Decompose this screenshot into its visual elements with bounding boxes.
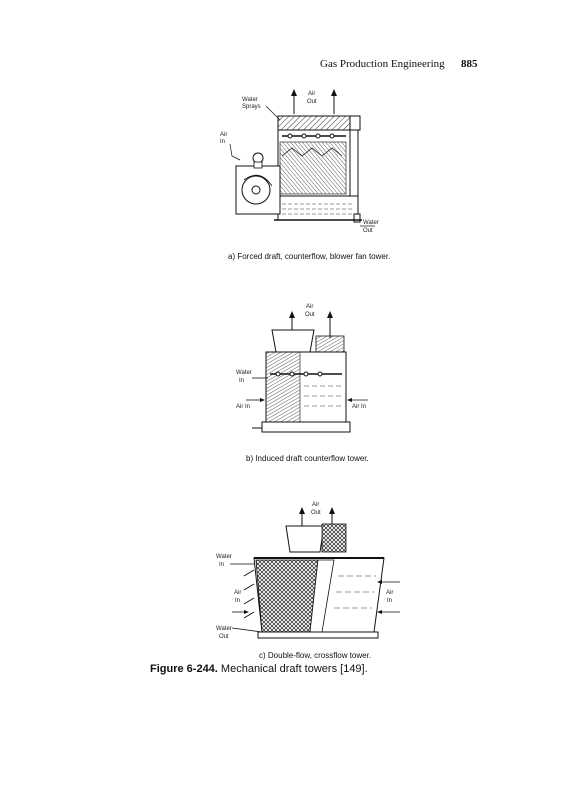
fig-c-air-in-left-label: Air (234, 590, 241, 596)
fig-c-water-out-label-2: Out (219, 634, 229, 640)
figure-b-caption: b) Induced draft counterflow tower. (246, 454, 369, 463)
fig-b-water-in-label: Water (236, 370, 252, 376)
fig-b-water-in-label-2: In (239, 378, 244, 384)
figure-caption: Figure 6-244. Mechanical draft towers [1… (150, 663, 368, 675)
fig-c-air-in-left-label-2: In (235, 598, 240, 604)
fig-b-air-out-label-2: Out (305, 312, 315, 318)
fig-a-air-in-label-2: In (220, 139, 225, 145)
figure-caption-text: Mechanical draft towers [149]. (220, 663, 368, 675)
fig-b-air-out-label: Air (306, 304, 313, 310)
fig-a-water-sprays-label-2: Sprays (242, 104, 261, 110)
fig-c-air-in-right-label: Air (386, 590, 393, 596)
figure-a-diagram: Air Out Water Sprays Air (220, 89, 379, 234)
fig-c-water-out-label: Water (216, 626, 232, 632)
fig-a-air-out-label: Air (308, 91, 315, 97)
running-title: Gas Production Engineering (320, 58, 445, 70)
figure-c-caption: c) Double-flow, crossflow tower. (259, 651, 372, 660)
fig-c-water-in-label: Water (216, 554, 232, 560)
fig-a-air-in-label: Air (220, 132, 227, 138)
fig-a-water-out-label-2: Out (363, 228, 373, 234)
figure-b-diagram: Air Out Water In Air In Air In (236, 304, 368, 433)
fig-a-air-out-label-2: Out (307, 99, 317, 105)
fig-c-air-out-label: Air (312, 502, 319, 508)
fig-b-air-in-left-label: Air In (236, 404, 250, 410)
page-number: 885 (461, 58, 478, 70)
fig-b-air-in-right-label: Air In (352, 404, 366, 410)
fig-a-water-sprays-label: Water (242, 97, 258, 103)
fig-c-air-in-right-label-2: In (387, 598, 392, 604)
figure-number: Figure 6-244. (150, 663, 218, 675)
fig-a-water-out-label: Water (363, 220, 379, 226)
fig-c-water-in-label-2: In (219, 562, 224, 568)
figure-a-caption: a) Forced draft, counterflow, blower fan… (228, 252, 391, 261)
fig-c-air-out-label-2: Out (311, 510, 321, 516)
figure-c-diagram: Air Out Water In Air In Air In (216, 502, 400, 640)
